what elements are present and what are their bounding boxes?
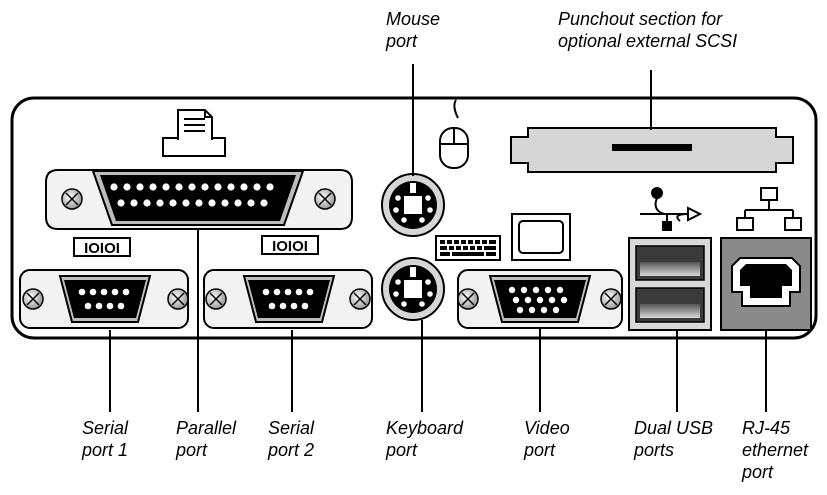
serial2-screw-right [349, 288, 371, 310]
serial1-screw-right [167, 288, 189, 310]
label-usb-ports: Dual USB ports [634, 418, 714, 460]
label-scsi-punchout: Punchout section for optional external S… [558, 9, 738, 51]
leader-lines [109, 64, 767, 412]
video-screw-left [457, 288, 479, 310]
usb-icon [640, 187, 703, 231]
video-port [457, 269, 623, 329]
label-keyboard-port: Keyboard port [386, 418, 464, 460]
serial-1-icon: IOIOI [73, 237, 131, 257]
serial-port-2 [203, 269, 373, 329]
label-mouse-port: Mouse port [386, 9, 441, 51]
label-video-port: Video port [524, 418, 570, 460]
monitor-icon [511, 213, 571, 261]
serial-1-glyph: IOIOI [84, 240, 120, 257]
network-icon [736, 187, 802, 231]
mouse-icon [439, 99, 469, 169]
mouse-port [381, 173, 445, 237]
label-rj45-port: RJ-45 ethernet port [742, 418, 809, 482]
video-screw-right [600, 288, 622, 310]
usb-ports [628, 237, 712, 331]
parallel-port [45, 169, 353, 230]
serial-2-glyph: IOIOI [272, 238, 308, 255]
parallel-screw-right [314, 188, 336, 210]
label-serial-port-2: Serial port 2 [268, 418, 315, 460]
serial-port-1 [19, 269, 189, 329]
parallel-screw-left [61, 188, 83, 210]
serial-2-icon: IOIOI [261, 235, 319, 255]
keyboard-port [381, 257, 445, 321]
rj45-port [720, 237, 812, 331]
keyboard-icon [435, 235, 501, 261]
serial2-screw-left [205, 288, 227, 310]
serial1-screw-left [22, 288, 44, 310]
scsi-punchout [510, 127, 794, 173]
label-parallel-port: Parallel port [176, 418, 237, 460]
label-serial-port-1: Serial port 1 [82, 418, 129, 460]
printer-icon [162, 109, 226, 157]
